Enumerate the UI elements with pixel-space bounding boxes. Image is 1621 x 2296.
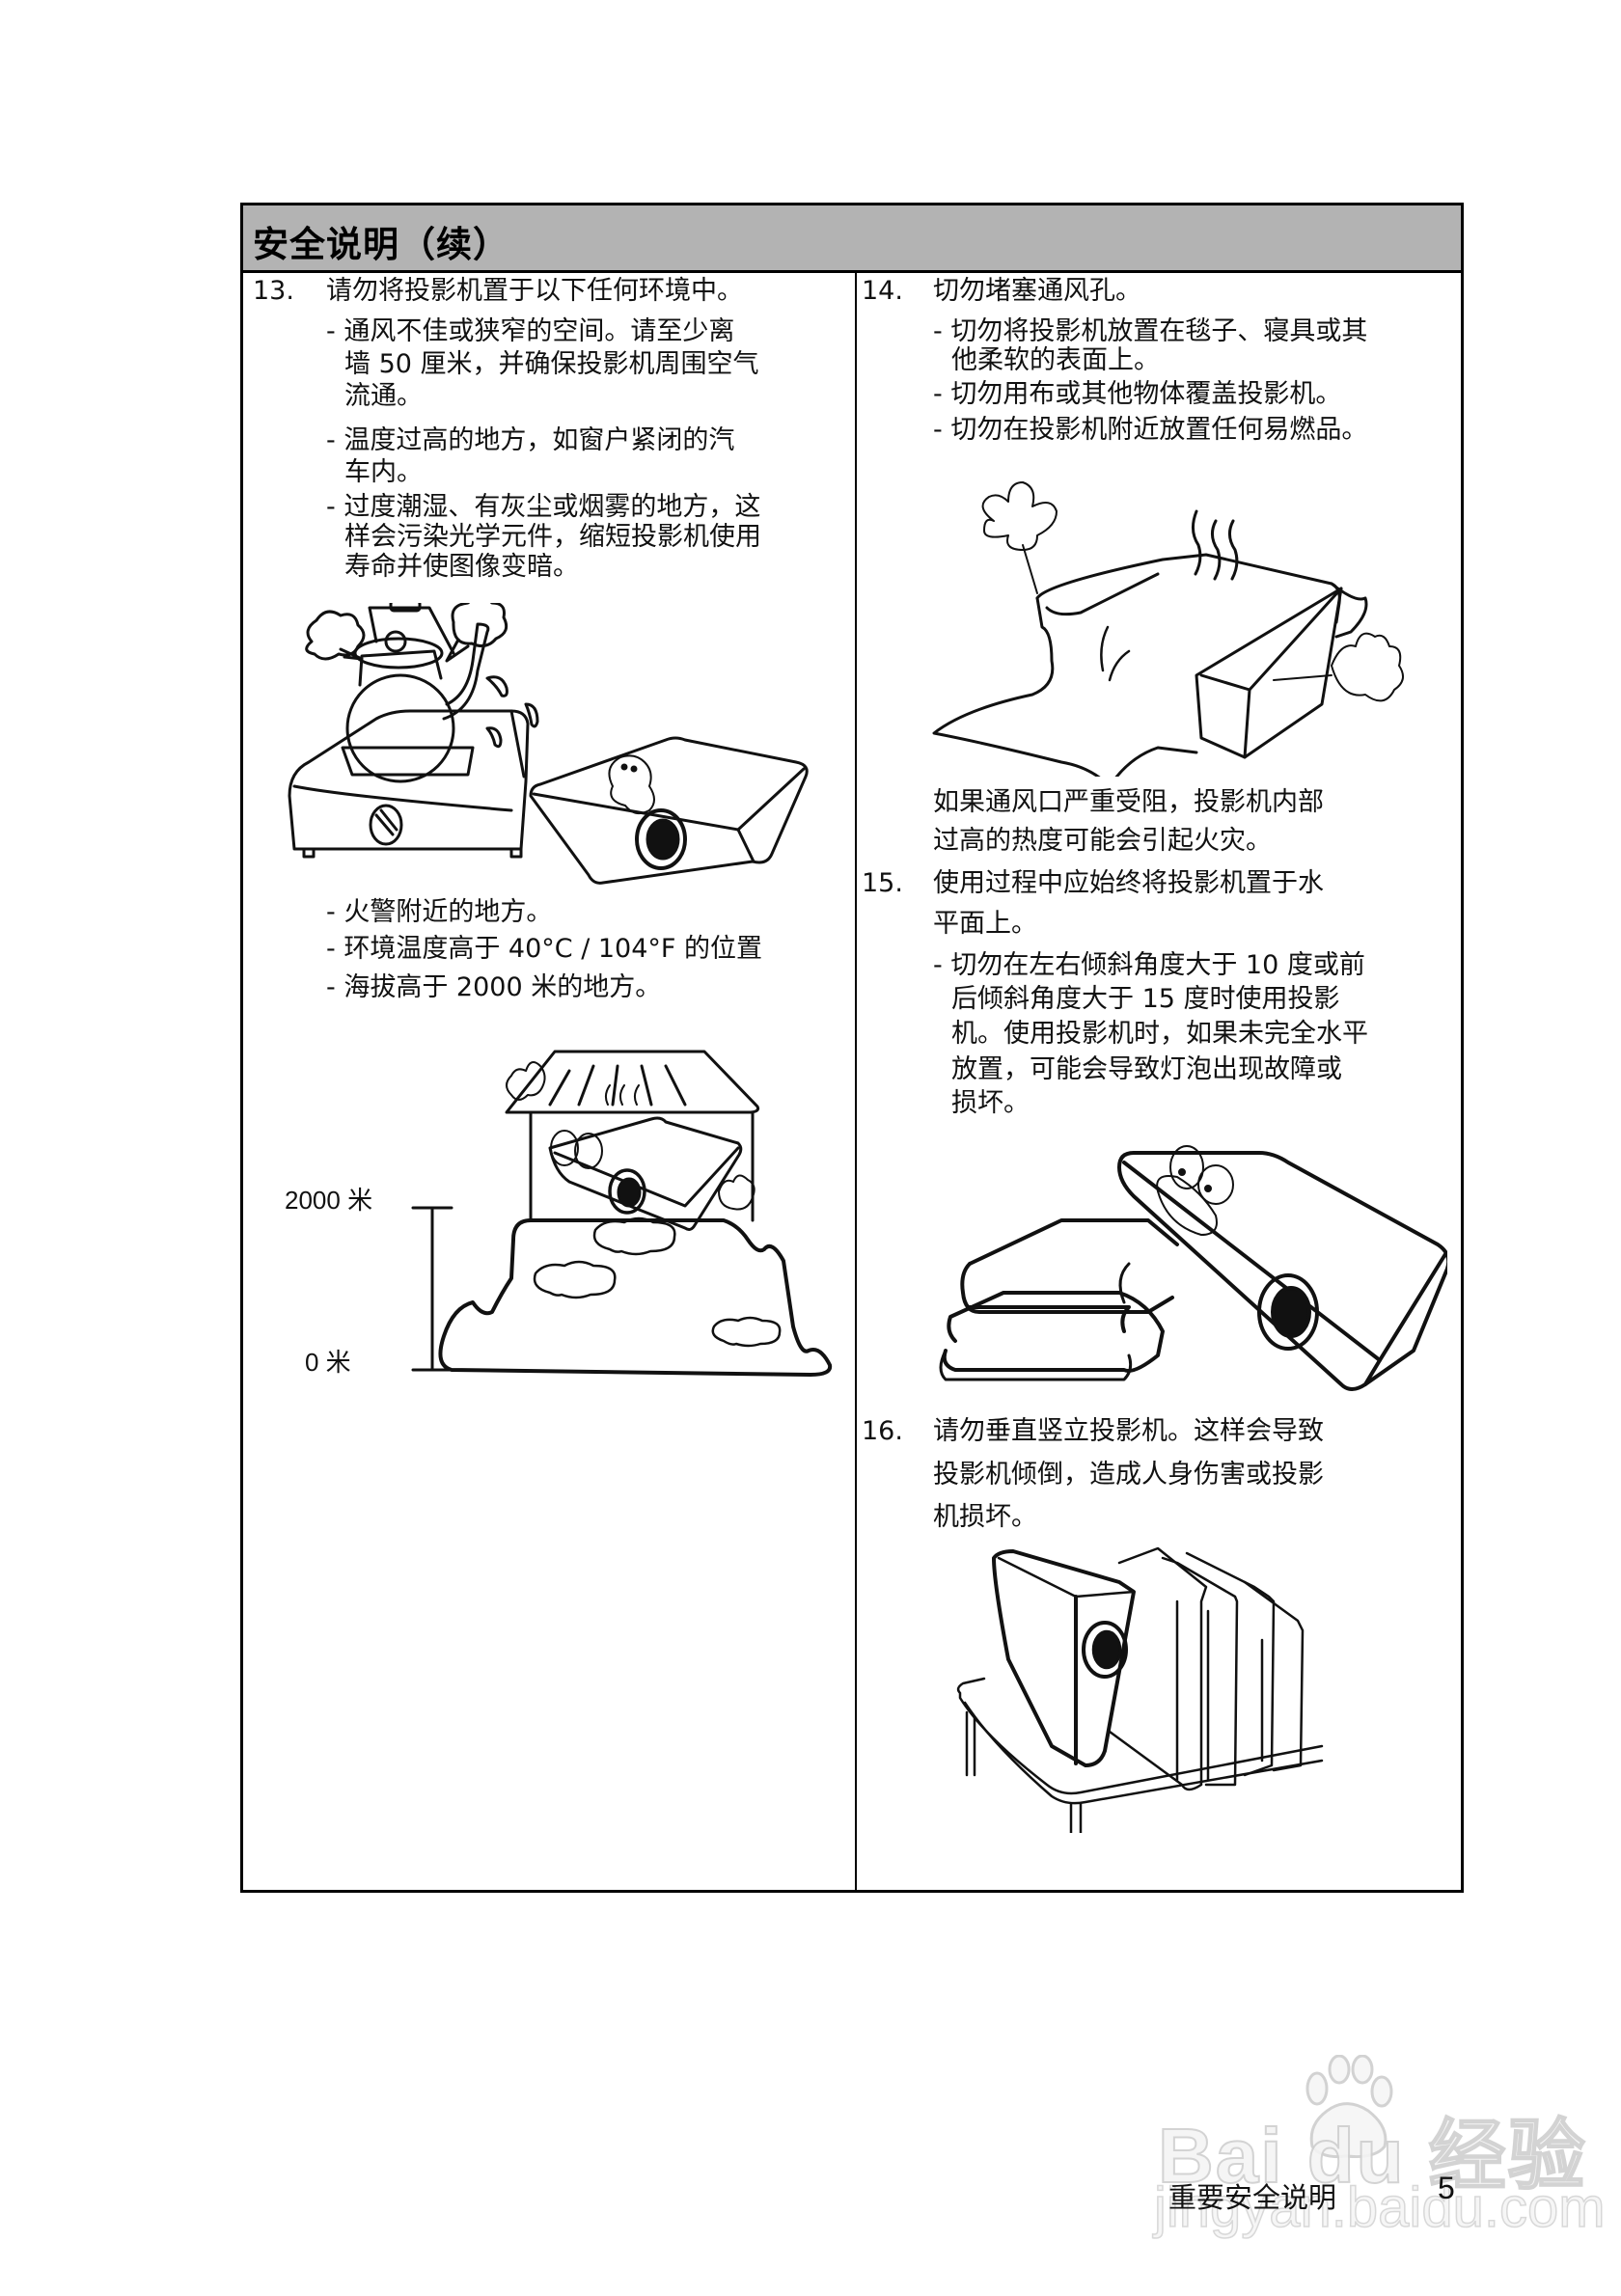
item-15-number: 15. (862, 868, 903, 898)
item-13-bullet-3-line-2: 样会污染光学元件，缩短投影机使用 (344, 522, 761, 552)
item-15-heading-line-1: 使用过程中应始终将投影机置于水 (933, 868, 1324, 898)
item-14-bullet-1-line-1: - 切勿将投影机放置在毯子、寝具或其 (933, 316, 1368, 346)
item-14-bullet-2: - 切勿用布或其他物体覆盖投影机。 (933, 379, 1342, 409)
column-divider (855, 273, 857, 1890)
item-15-bullet-line-3: 机。使用投影机时，如果未完全水平 (951, 1019, 1368, 1049)
altitude-label-top: 2000 米 (285, 1186, 373, 1215)
item-13-bullet-3-line-3: 寿命并使图像变暗。 (344, 552, 579, 582)
baidu-paw-watermark-icon (1293, 2054, 1399, 2161)
section-title: 安全说明（续） (253, 224, 509, 265)
item-16-heading-line-2: 投影机倾倒，造成人身伤害或投影 (933, 1460, 1324, 1490)
safety-table: 安全说明（续） (240, 203, 1464, 1893)
item-13-bullet-1-line-3: 流通。 (344, 381, 423, 411)
table-header: 安全说明（续） (243, 205, 1461, 273)
altitude-label-bottom: 0 米 (305, 1348, 351, 1377)
item-16-heading-line-1: 请勿垂直竖立投影机。这样会导致 (933, 1416, 1324, 1446)
item-14-heading: 切勿堵塞通风孔。 (933, 276, 1141, 306)
kettle-steam-projector-illustration (285, 603, 835, 892)
item-13-bullet-1-line-1: - 通风不佳或狭窄的空间。请至少离 (326, 316, 735, 346)
tilted-projector-illustration (926, 1138, 1447, 1399)
item-14-number: 14. (862, 276, 903, 306)
item-16-heading-line-3: 机损坏。 (933, 1502, 1037, 1532)
item-15-bullet-line-5: 损坏。 (951, 1088, 1030, 1118)
item-13-bullet-5: - 环境温度高于 40°C / 104°F 的位置 (326, 934, 763, 964)
covered-projector-illustration (926, 468, 1428, 777)
item-14-note-line-2: 过高的热度可能会引起火灾。 (933, 826, 1272, 856)
watermark-brand: Bai du 经验 (1157, 2112, 1587, 2200)
item-13-bullet-6: - 海拔高于 2000 米的地方。 (326, 972, 662, 1002)
item-13-heading: 请勿将投影机置于以下任何环境中。 (326, 276, 743, 306)
item-16-number: 16. (862, 1416, 903, 1446)
page-number: 5 (1438, 2171, 1455, 2205)
item-13-bullet-3-line-1: - 过度潮湿、有灰尘或烟雾的地方，这 (326, 492, 761, 522)
item-13-bullet-2-line-2: 车内。 (344, 457, 423, 487)
watermark-url: jingyan.baidu.com (1153, 2175, 1606, 2240)
item-13-bullet-4: - 火警附近的地方。 (326, 897, 553, 927)
item-15-bullet-line-4: 放置，可能会导致灯泡出现故障或 (951, 1054, 1342, 1084)
item-14-note-line-1: 如果通风口严重受阻，投影机内部 (933, 787, 1324, 817)
item-14-bullet-1-line-2: 他柔软的表面上。 (951, 345, 1160, 375)
item-13-bullet-1-line-2: 墙 50 厘米，并确保投影机周围空气 (344, 349, 759, 379)
item-15-bullet-line-2: 后倾斜角度大于 15 度时使用投影 (951, 984, 1340, 1014)
item-15-heading-line-2: 平面上。 (933, 909, 1037, 939)
item-14-bullet-3: - 切勿在投影机附近放置任何易燃品。 (933, 415, 1368, 445)
mountain-altitude-illustration (405, 1047, 839, 1380)
item-13-number: 13. (253, 276, 294, 306)
upright-projector-books-illustration (955, 1544, 1360, 1833)
item-15-bullet-line-1: - 切勿在左右倾斜角度大于 10 度或前 (933, 950, 1365, 980)
footer-section-name: 重要安全说明 (1168, 2181, 1337, 2214)
item-13-bullet-2-line-1: - 温度过高的地方，如窗户紧闭的汽 (326, 425, 735, 455)
